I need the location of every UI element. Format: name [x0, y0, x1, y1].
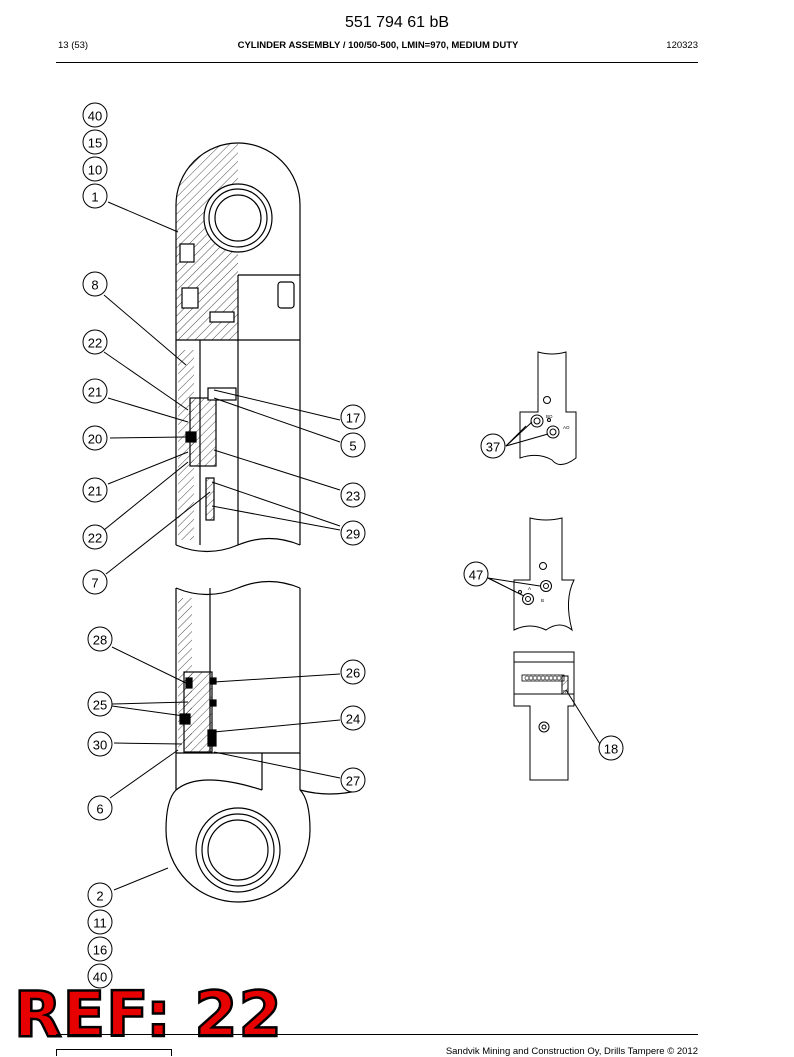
callout-1: 1	[82, 183, 108, 209]
callout-6: 6	[87, 795, 113, 821]
callout-20: 20	[82, 425, 108, 451]
callout-23: 23	[340, 482, 366, 508]
svg-text:16: 16	[93, 943, 107, 958]
svg-text:22: 22	[88, 531, 102, 546]
svg-text:37: 37	[486, 440, 500, 455]
callout-8: 8	[82, 271, 108, 297]
svg-text:30: 30	[93, 738, 107, 753]
footer-rule	[56, 1034, 698, 1035]
detail-a-b-ports	[487, 517, 575, 632]
callout-7: 7	[82, 569, 108, 595]
leader-lines	[103, 201, 341, 891]
callout-29: 29	[340, 520, 366, 546]
svg-text:21: 21	[88, 385, 102, 400]
callout-18: 18	[598, 735, 624, 761]
svg-text:2: 2	[96, 889, 103, 904]
page-number: 13 (53)	[58, 40, 89, 51]
port-ao-label: AO	[563, 425, 570, 430]
drawing-code: 120323	[666, 40, 698, 51]
svg-text:17: 17	[346, 411, 360, 426]
svg-text:40: 40	[88, 109, 102, 124]
document-number: 551 794 61 bB	[344, 14, 450, 31]
detail-ao-bo-ports	[505, 351, 577, 465]
callout-40-top: 40	[82, 102, 108, 128]
callout-47: 47	[463, 561, 489, 587]
port-b-label: B	[541, 598, 544, 603]
callout-37: 37	[480, 433, 506, 459]
callout-21-lower: 21	[82, 477, 108, 503]
callout-17: 17	[340, 404, 366, 430]
svg-text:7: 7	[91, 576, 98, 591]
svg-text:26: 26	[346, 666, 360, 681]
svg-text:25: 25	[93, 698, 107, 713]
cylinder-body	[165, 142, 361, 903]
svg-text:15: 15	[88, 136, 102, 151]
svg-text:20: 20	[88, 432, 102, 447]
svg-text:8: 8	[91, 278, 98, 293]
callout-28: 28	[87, 626, 113, 652]
svg-text:29: 29	[346, 527, 360, 542]
scale-r-label: R	[563, 689, 567, 694]
callout-22-lower: 22	[82, 524, 108, 550]
callout-27: 27	[340, 767, 366, 793]
svg-text:24: 24	[346, 712, 360, 727]
port-a-label: A	[528, 586, 531, 591]
svg-text:28: 28	[93, 633, 107, 648]
callout-26: 26	[340, 659, 366, 685]
callout-30: 30	[87, 731, 113, 757]
svg-text:22: 22	[88, 336, 102, 351]
svg-text:5: 5	[349, 439, 356, 454]
footer-copyright: Sandvik Mining and Construction Oy, Dril…	[445, 1046, 698, 1057]
svg-text:6: 6	[96, 802, 103, 817]
svg-text:21: 21	[88, 484, 102, 499]
header-rule	[56, 62, 698, 63]
svg-text:23: 23	[346, 489, 360, 504]
callout-25: 25	[87, 691, 113, 717]
svg-text:10: 10	[88, 163, 102, 178]
callout-24: 24	[340, 705, 366, 731]
detail-position-scale	[513, 651, 601, 781]
svg-text:40: 40	[93, 970, 107, 985]
callout-40-bottom: 40	[87, 963, 113, 989]
svg-text:18: 18	[604, 742, 618, 757]
svg-text:47: 47	[469, 568, 483, 583]
callout-15: 15	[82, 129, 108, 155]
svg-text:11: 11	[93, 916, 107, 931]
callout-22-upper: 22	[82, 329, 108, 355]
port-bo-label: BO	[546, 414, 553, 419]
callout-10: 10	[82, 156, 108, 182]
svg-text:27: 27	[346, 774, 360, 789]
ref-stamp: REF: 22	[13, 978, 283, 1051]
svg-text:1: 1	[91, 190, 98, 205]
callout-11: 11	[87, 909, 113, 935]
callout-5: 5	[340, 432, 366, 458]
callout-16: 16	[87, 936, 113, 962]
page-title: CYLINDER ASSEMBLY / 100/50-500, LMIN=970…	[237, 40, 519, 51]
callout-2: 2	[87, 882, 113, 908]
callout-21-upper: 21	[82, 378, 108, 404]
